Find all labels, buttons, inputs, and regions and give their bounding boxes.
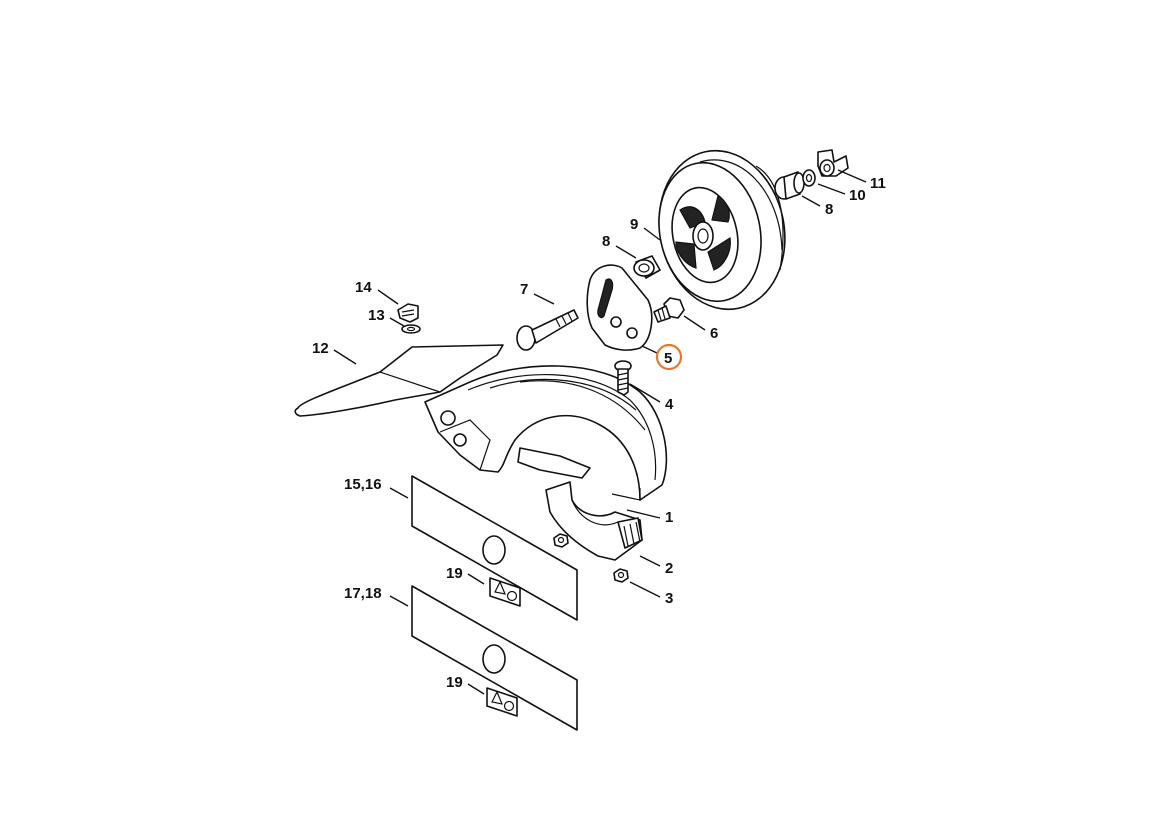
read-manual-icon <box>503 700 515 712</box>
warning-triangle-icon <box>491 690 503 705</box>
warning-triangle-icon <box>494 580 506 595</box>
part-15-16-blade <box>411 475 578 621</box>
callout-19-bottom: 19 <box>446 674 463 691</box>
callout-15-16: 15,16 <box>344 476 382 493</box>
part-8-bushing-left <box>633 255 661 279</box>
callout-2: 2 <box>665 560 673 577</box>
part-17-18-blade <box>411 585 578 731</box>
part-9-wheel <box>658 149 786 311</box>
callout-17-18: 17,18 <box>344 585 382 602</box>
callout-14: 14 <box>355 279 372 296</box>
callout-3: 3 <box>665 590 673 607</box>
part-11-wing-nut <box>817 149 849 177</box>
callout-6: 6 <box>710 325 718 342</box>
part-2-clamp <box>545 481 643 561</box>
part-12-deflector-flap <box>294 344 504 417</box>
part-5-bracket-plate <box>586 264 653 351</box>
part-3-nut <box>613 568 629 583</box>
callout-12: 12 <box>312 340 329 357</box>
callout-19-top: 19 <box>446 565 463 582</box>
part-13-washer <box>401 324 421 334</box>
callout-11: 11 <box>870 175 886 192</box>
callout-7: 7 <box>520 281 528 298</box>
read-manual-icon <box>506 590 518 602</box>
highlight-ring <box>655 343 683 371</box>
callout-13: 13 <box>368 307 385 324</box>
callout-10: 10 <box>849 187 866 204</box>
callout-8-left: 8 <box>602 233 610 250</box>
small-nut <box>553 533 569 548</box>
part-10-washer <box>802 169 816 187</box>
callout-9: 9 <box>630 216 638 233</box>
part-14-screw <box>397 303 419 323</box>
part-7-carriage-bolt <box>516 309 579 351</box>
part-19-warning-label-top <box>489 577 521 607</box>
callout-labels: 1 2 3 4 5 6 7 8 9 8 10 11 12 13 14 15,16… <box>312 175 886 691</box>
leader-lines <box>333 169 867 695</box>
part-19-warning-label-bottom <box>486 687 518 717</box>
part-1-guard-housing <box>424 365 668 501</box>
callout-5: 5 <box>664 350 672 367</box>
part-6-bolt <box>653 297 685 323</box>
callout-8-right: 8 <box>825 201 833 218</box>
callout-1: 1 <box>665 509 673 526</box>
part-4-screw <box>614 360 632 396</box>
callout-4: 4 <box>665 396 674 413</box>
part-8-bushing-right <box>774 171 805 200</box>
